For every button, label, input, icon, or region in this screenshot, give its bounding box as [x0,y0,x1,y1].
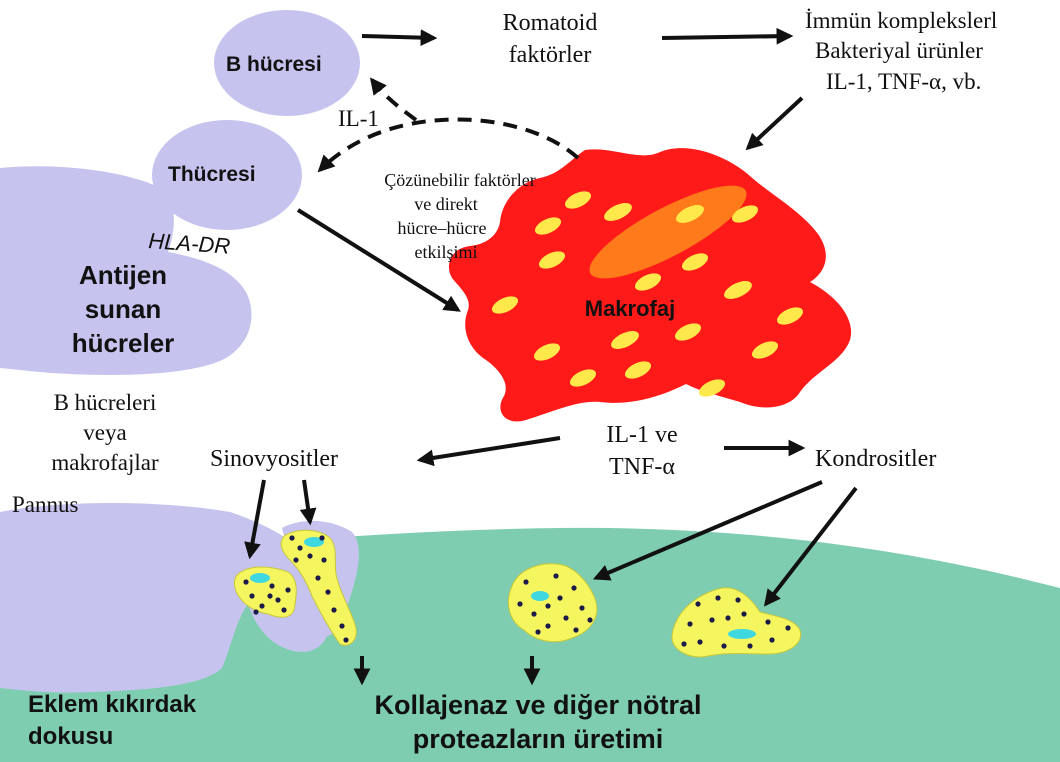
il1-tnf-line1: IL-1 ve [606,422,677,448]
apc-label-line3: hücreler [72,328,175,358]
bcells-or-macrophages-line2: veya [83,420,126,445]
pannus-label: Pannus [12,492,79,517]
soluble-factors-line4: etkilşimi [415,242,478,262]
immune-label-line2: Bakteriyal ürünler [815,38,983,63]
cartilage-label-line2: dokusu [28,723,113,750]
apc-label-line1: Antijen [79,260,167,290]
synoviocyte-nucleus-1 [250,573,270,583]
arrow-macrophage-to-synoviocytes [420,438,560,460]
chondrocyte-nucleus-1 [531,591,549,601]
soluble-factors-line2: ve direkt [414,194,477,214]
il1-label: IL-1 [338,106,379,131]
soluble-factors-line1: Çözünebilir faktörler [384,170,535,190]
immune-label-line1: İmmün komplekslerl [805,8,997,33]
rheumatoid-label-line2: faktörler [509,42,592,68]
collagenase-label-line1: Kollajenaz ve diğer nötral [374,690,701,720]
chondrocytes-label: Kondrositler [815,446,936,472]
macrophage-label: Makrofaj [585,296,675,321]
apc-label-line2: sunan [85,294,162,324]
arrow-rheumatoid-to-immune [662,36,790,38]
il1-tnf-line2: TNF-α [609,454,675,480]
rheumatoid-label-line1: Romatoid [503,10,598,36]
bcells-or-macrophages-line3: makrofajlar [51,450,159,475]
collagenase-label-line2: proteazların üretimi [413,724,664,754]
arrow-synoviocytes-to-cell-2 [304,480,310,522]
synoviocytes-label: Sinovyositler [210,446,338,472]
arrow-immune-to-macrophage [748,98,802,148]
soluble-factors-line3: hücre–hücre [398,218,487,238]
bcells-or-macrophages-line1: B hücreleri [54,390,157,415]
arrow-bcell-to-rheumatoid [362,36,434,38]
cartilage-label-line1: Eklem kıkırdak [28,691,197,718]
t-cell-label: Thücresi [168,163,256,186]
chondrocyte-nucleus-2 [728,629,756,639]
b-cell-label: B hücresi [226,53,322,76]
immune-label-line3: IL-1, TNF-α, vb. [826,69,981,94]
